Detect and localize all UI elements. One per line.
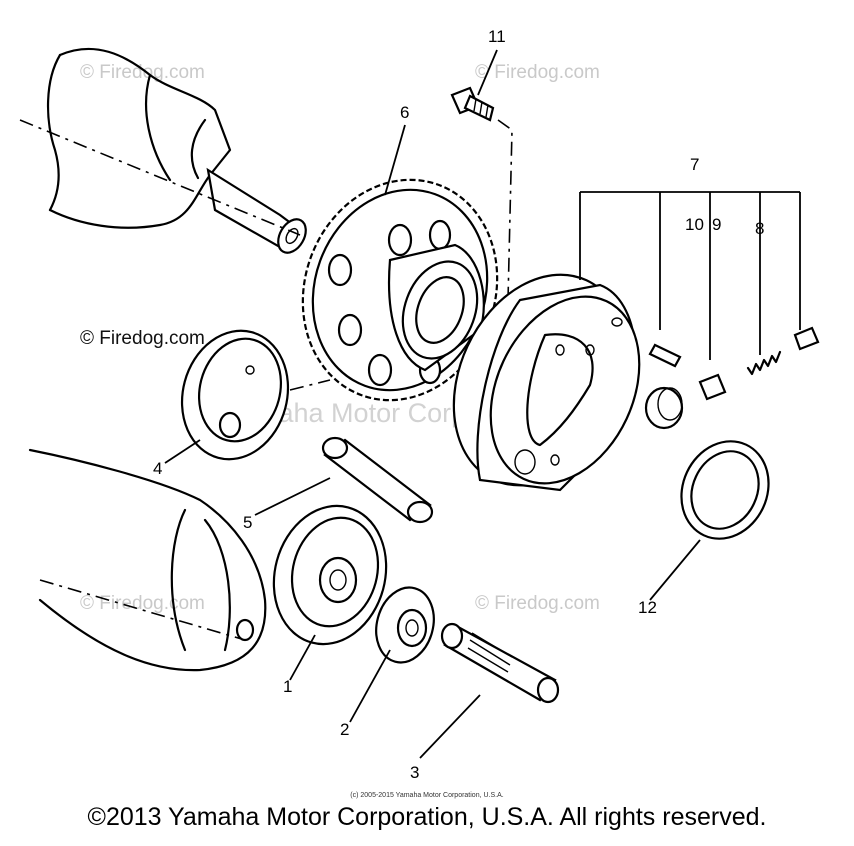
part-5-shaft: [321, 436, 434, 524]
callout-2: 2: [340, 720, 349, 739]
callout-5: 5: [243, 513, 252, 532]
part-3-splined-shaft: [440, 622, 560, 704]
part-4-idler-gear: [180, 329, 331, 461]
watermark-bottom-right: © Firedog.com: [475, 593, 600, 614]
part-1-primary-gear: [272, 504, 388, 646]
callout-9: 9: [712, 215, 721, 234]
small-credit-line: (c) 2005-2015 Yamaha Motor Corporation, …: [350, 792, 504, 799]
callout-6: 6: [400, 103, 409, 122]
callout-12: 12: [638, 598, 657, 617]
crankshaft: [19, 47, 307, 254]
crank-lower: [28, 448, 267, 672]
part-12-washer: [680, 440, 770, 540]
copyright-notice: ©2013 Yamaha Motor Corporation, U.S.A. A…: [87, 803, 767, 831]
part-7-starter-clutch: [452, 273, 641, 492]
callout-10: 10: [685, 215, 704, 234]
callout-4: 4: [153, 459, 162, 478]
callout-7-bracket: [579, 191, 801, 360]
part-11-bolt: [450, 86, 513, 301]
callout-3: 3: [410, 763, 419, 782]
callout-11: 11: [488, 27, 506, 46]
watermark-top-right: © Firedog.com: [475, 62, 600, 83]
part-10-9-8-small-parts: [644, 326, 820, 430]
callout-7: 7: [690, 155, 699, 174]
callout-8: 8: [755, 219, 764, 238]
watermark-top-left: © Firedog.com: [80, 62, 205, 83]
leader-lines: [164, 49, 701, 759]
part-2-small-gear: [375, 586, 435, 664]
watermark-bottom-left: © Firedog.com: [80, 593, 205, 614]
watermark-mid-left: © Firedog.com: [80, 328, 205, 349]
callout-1: 1: [283, 677, 292, 696]
